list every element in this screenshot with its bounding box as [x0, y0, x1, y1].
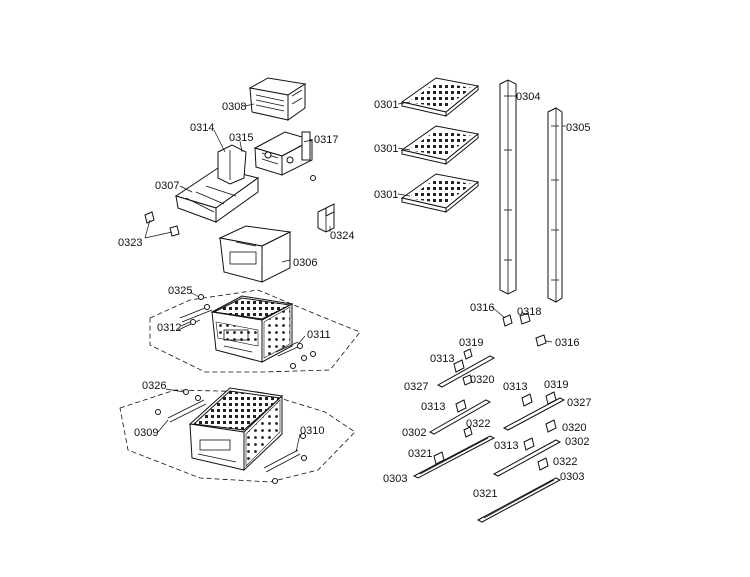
label-0322-b: 0322	[553, 456, 577, 468]
label-0305: 0305	[566, 122, 590, 134]
leader-lines	[144, 95, 566, 453]
label-0306: 0306	[293, 257, 317, 269]
part-0305-rail	[547, 107, 563, 303]
label-0316-a: 0316	[470, 302, 494, 314]
part-slide-0303-left	[412, 435, 496, 479]
label-0321-b: 0321	[473, 488, 497, 500]
part-slide-0302-right	[492, 419, 562, 477]
part-0306-bin	[218, 225, 292, 283]
label-0314: 0314	[190, 122, 214, 134]
assembly-outline-upper	[149, 289, 361, 373]
part-0307-ice-frame	[174, 144, 260, 223]
label-0307: 0307	[155, 180, 179, 192]
part-0304-rail	[499, 79, 517, 295]
part-slide-0302-left	[428, 399, 492, 438]
label-0320-b: 0320	[562, 422, 586, 434]
label-0309: 0309	[134, 427, 158, 439]
label-0313-d: 0313	[494, 440, 518, 452]
label-0313-a: 0313	[430, 353, 454, 365]
assembly-outline-lower	[119, 389, 356, 483]
part-0317-ice-maker	[253, 131, 316, 181]
part-0324-bracket	[317, 203, 335, 233]
part-0323-feet	[144, 211, 180, 237]
label-0308: 0308	[222, 101, 246, 113]
label-0302-a: 0302	[402, 427, 426, 439]
part-0301-shelf-middle	[400, 125, 480, 166]
part-labels: 0308 0314 0315 0317 0307 0323 0324 0306 …	[118, 91, 591, 500]
label-0323: 0323	[118, 237, 142, 249]
label-0302-b: 0302	[565, 436, 589, 448]
label-0321-a: 0321	[408, 448, 432, 460]
label-0303-a: 0303	[383, 473, 407, 485]
part-0301-shelf-top	[400, 77, 480, 118]
label-0313-c: 0313	[503, 381, 527, 393]
label-0325: 0325	[168, 285, 192, 297]
label-0319-a: 0319	[459, 337, 483, 349]
label-0319-b: 0319	[544, 379, 568, 391]
label-0318: 0318	[517, 306, 541, 318]
part-slide-0327-right	[502, 391, 566, 431]
part-0310-slides	[263, 433, 307, 484]
part-0308-ice-bin	[248, 77, 307, 121]
part-0311-slides	[275, 341, 316, 369]
part-slide-0327-upper	[436, 348, 496, 388]
label-0327-b: 0327	[567, 397, 591, 409]
label-0301-middle: 0301	[374, 143, 398, 155]
label-0324: 0324	[330, 230, 354, 242]
label-0310: 0310	[300, 425, 324, 437]
label-0312: 0312	[157, 322, 181, 334]
part-slide-0303-right	[476, 457, 562, 523]
label-0327-a: 0327	[404, 381, 428, 393]
part-0301-shelf-bottom	[400, 173, 480, 214]
label-0317: 0317	[314, 134, 338, 146]
label-0311: 0311	[307, 329, 331, 341]
part-0316-0318-clips	[502, 312, 547, 347]
label-0322-a: 0322	[466, 418, 490, 430]
label-0315: 0315	[229, 132, 253, 144]
part-0309-slides	[155, 389, 207, 423]
label-0301-bottom: 0301	[374, 189, 398, 201]
label-0320-a: 0320	[470, 374, 494, 386]
label-0313-b: 0313	[421, 401, 445, 413]
label-0304: 0304	[516, 91, 540, 103]
label-0301-top: 0301	[374, 99, 398, 111]
part-0312-slides	[177, 294, 213, 331]
part-lower-wire-basket	[188, 387, 284, 472]
label-0303-b: 0303	[560, 471, 584, 483]
label-0316-b: 0316	[555, 337, 579, 349]
part-upper-wire-basket	[210, 295, 294, 363]
label-0326: 0326	[142, 380, 166, 392]
